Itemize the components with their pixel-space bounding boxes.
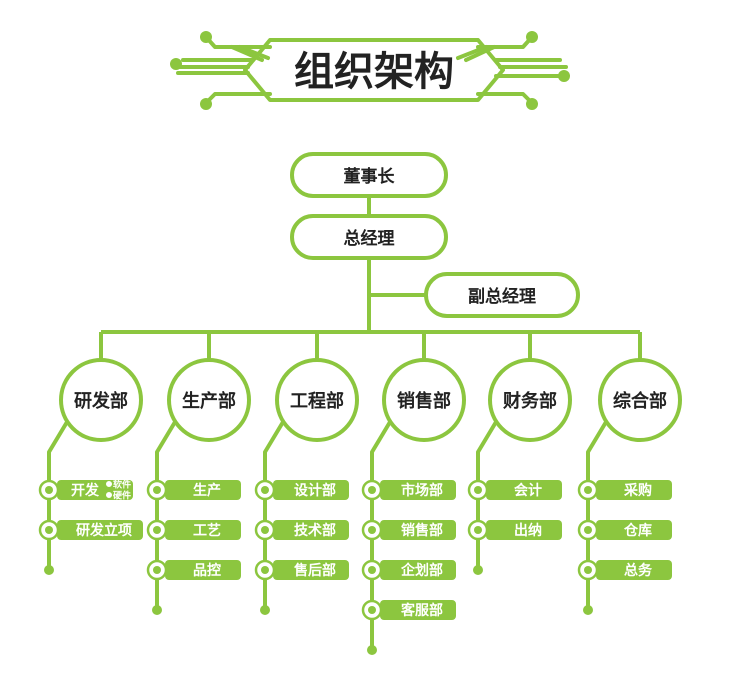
rail-end-dot: [367, 645, 377, 655]
sub-item-label: 研发立项: [76, 522, 132, 539]
sub-item-pill: [380, 520, 456, 540]
sub-item-label: 设计部: [294, 482, 336, 499]
dept-label: 财务部: [503, 390, 557, 412]
sub-item-label: 生产: [193, 482, 221, 499]
sub-item-label: 仓库: [623, 522, 652, 539]
sub-item-pill: [380, 480, 456, 500]
dept-label: 工程部: [290, 390, 344, 412]
dept-circle: [488, 358, 572, 442]
dept-label: 销售部: [397, 390, 451, 412]
chairman-label: 董事长: [344, 166, 396, 187]
sub-item-pill: [57, 520, 143, 540]
dept-circle: [167, 358, 251, 442]
connector-lines: [101, 196, 640, 334]
sub-option-label: 软件: [113, 479, 131, 491]
dept-circle: [598, 358, 682, 442]
rail-end-dot: [583, 605, 593, 615]
rail-end-dot: [473, 565, 483, 575]
sub-item-label: 开发: [71, 482, 100, 499]
sub-item-dot: [153, 526, 161, 534]
sub-item-dot: [261, 486, 269, 494]
sub-item-dot: [153, 566, 161, 574]
sub-item-label: 总务: [624, 562, 653, 579]
sub-item-pill: [57, 480, 133, 500]
sub-item-dot: [474, 526, 482, 534]
sub-item-pill: [486, 520, 562, 540]
sub-item-pill: [165, 560, 241, 580]
option-dot: [106, 492, 112, 498]
sub-item-dot: [368, 566, 376, 574]
sub-item-dot: [584, 566, 592, 574]
rail-end-dot: [260, 605, 270, 615]
sub-item-label: 市场部: [401, 482, 443, 499]
sub-item-label: 采购: [623, 482, 652, 499]
sub-item-dot: [584, 486, 592, 494]
dept-label: 综合部: [613, 390, 667, 412]
departments: 研发部开发研发立项软件硬件生产部生产工艺品控工程部设计部技术部售后部销售部市场部…: [38, 332, 682, 655]
rail-end-dot: [152, 605, 162, 615]
dept-rail: [263, 420, 285, 610]
option-dot: [106, 481, 112, 487]
sub-item-label: 品控: [193, 562, 221, 579]
sub-item-label: 会计: [514, 482, 542, 499]
sub-item-dot: [368, 486, 376, 494]
dept-circle: [275, 358, 359, 442]
sub-item-pill: [273, 520, 349, 540]
dept-rail: [155, 420, 177, 610]
sub-item-pill: [380, 600, 456, 620]
deputy-manager-label: 副总经理: [468, 286, 536, 307]
sub-item-dot: [584, 526, 592, 534]
general-manager-label: 总经理: [344, 228, 395, 249]
sub-item-pill: [273, 480, 349, 500]
dept-label: 研发部: [74, 390, 128, 412]
dept-rail: [370, 420, 392, 650]
sub-option-label: 硬件: [113, 490, 131, 502]
rail-end-dot: [44, 565, 54, 575]
sub-item-label: 出纳: [514, 522, 542, 539]
sub-item-dot: [45, 526, 53, 534]
sub-item-dot: [45, 486, 53, 494]
sub-item-dot: [368, 526, 376, 534]
sub-item-label: 企划部: [400, 562, 443, 579]
page-title: 组织架构: [294, 49, 454, 95]
sub-item-label: 销售部: [401, 522, 443, 539]
dept-circle: [382, 358, 466, 442]
sub-item-dot: [474, 486, 482, 494]
sub-item-dot: [368, 606, 376, 614]
sub-item-pill: [165, 480, 241, 500]
sub-item-dot: [261, 526, 269, 534]
sub-item-pill: [596, 480, 672, 500]
dept-rail: [586, 420, 608, 610]
sub-item-label: 售后部: [293, 562, 336, 579]
title-banner: [173, 35, 568, 105]
sub-item-pill: [273, 560, 349, 580]
dept-circle: [59, 358, 143, 442]
sub-item-label: 技术部: [294, 522, 336, 539]
sub-item-pill: [165, 520, 241, 540]
sub-item-dot: [261, 566, 269, 574]
sub-item-pill: [596, 520, 672, 540]
sub-item-pill: [380, 560, 456, 580]
sub-item-label: 工艺: [193, 522, 221, 539]
sub-item-dot: [153, 486, 161, 494]
title-frame: [243, 38, 505, 102]
dept-label: 生产部: [182, 390, 236, 412]
sub-item-pill: [486, 480, 562, 500]
sub-item-pill: [596, 560, 672, 580]
banner-dots: [170, 31, 570, 110]
sub-item-label: 客服部: [400, 602, 443, 619]
